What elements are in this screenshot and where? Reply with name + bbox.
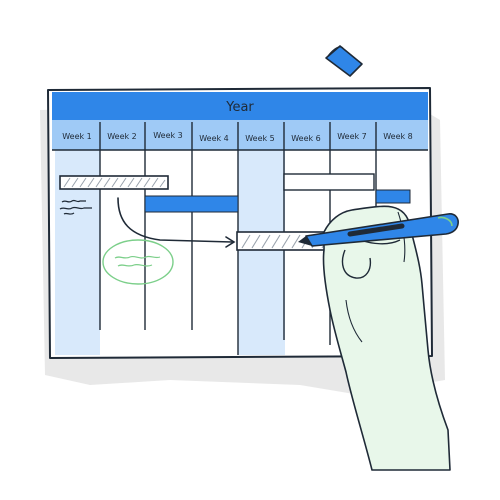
- marker-pen-icon: [298, 213, 459, 247]
- task-bar-blue-2: [375, 189, 411, 204]
- note-bubble-icon: [102, 239, 174, 285]
- week-labels: Week 1 Week 2 Week 3 Week 4 Week 5 Week …: [62, 131, 413, 143]
- year-header-bar: [52, 92, 428, 120]
- hand-icon: [322, 205, 451, 471]
- year-title: Year: [225, 100, 254, 115]
- week-label: Week 4: [199, 134, 229, 143]
- week-label: Week 5: [245, 134, 275, 143]
- column-highlight-week-5: [238, 150, 285, 355]
- week-label: Week 7: [337, 132, 367, 141]
- week-label: Week 6: [291, 134, 321, 143]
- week-label: Week 2: [107, 132, 137, 141]
- week-header-row: [52, 120, 428, 150]
- marker-cap-icon: [325, 45, 363, 77]
- arrow-icon: [117, 197, 236, 248]
- task-bar-empty: [283, 173, 375, 191]
- scribble-notes: [59, 199, 92, 215]
- week-label: Week 8: [383, 132, 413, 141]
- task-bar-hatched-1: [59, 175, 169, 190]
- week-label: Week 1: [62, 132, 92, 141]
- week-label: Week 3: [153, 131, 183, 140]
- task-bar-blue-1: [144, 195, 239, 213]
